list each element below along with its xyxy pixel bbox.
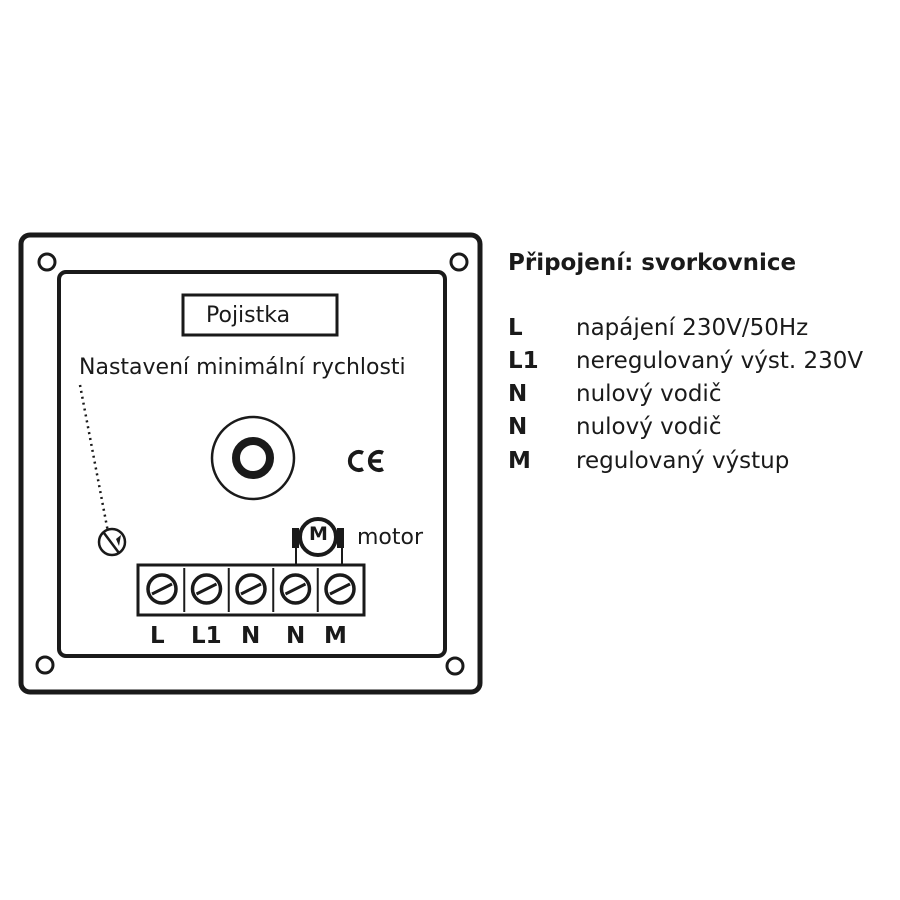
legend-code-n1: N <box>508 381 528 407</box>
trimmer-icon <box>97 527 127 557</box>
legend-code-n2: N <box>508 414 528 440</box>
legend-code-l: L <box>508 315 523 341</box>
terminal-screw-5 <box>316 568 356 612</box>
fuse-label: Pojistka <box>206 303 291 328</box>
legend-desc-m: regulovaný výstup <box>576 448 790 474</box>
speed-knob-icon <box>210 415 296 501</box>
legend-desc-l1: neregulovaný výst. 230V <box>576 348 864 374</box>
fuse-box <box>181 293 339 337</box>
mounting-hole-bottom-left <box>35 655 55 675</box>
terminal-label-l: L <box>150 623 165 649</box>
motor-label: motor <box>357 525 424 550</box>
motor-symbol-letter: M <box>309 523 328 545</box>
ce-mark-icon <box>347 450 384 472</box>
terminal-screw-3 <box>227 568 267 612</box>
legend-desc-n2: nulový vodič <box>576 414 722 440</box>
mounting-hole-top-right <box>449 252 469 272</box>
min-speed-label: Nastavení minimální rychlosti <box>79 355 406 380</box>
mounting-hole-top-left <box>37 252 57 272</box>
mounting-hole-bottom-right <box>445 656 465 676</box>
terminal-label-n1: N <box>241 623 261 649</box>
legend-code-m: M <box>508 448 531 474</box>
legend-desc-n1: nulový vodič <box>576 381 722 407</box>
terminal-label-n2: N <box>286 623 306 649</box>
terminal-screws <box>146 568 356 612</box>
terminal-label-m: M <box>324 623 347 649</box>
terminal-screw-2 <box>183 568 223 612</box>
legend-title: Připojení: svorkovnice <box>508 250 797 276</box>
motor-icon <box>292 517 344 557</box>
leader-line <box>78 384 110 533</box>
terminal-screw-1 <box>146 573 178 605</box>
terminal-screw-4 <box>272 568 312 612</box>
terminal-label-l1: L1 <box>191 623 222 649</box>
legend-desc-l: napájení 230V/50Hz <box>576 315 809 341</box>
legend-code-l1: L1 <box>508 348 539 374</box>
